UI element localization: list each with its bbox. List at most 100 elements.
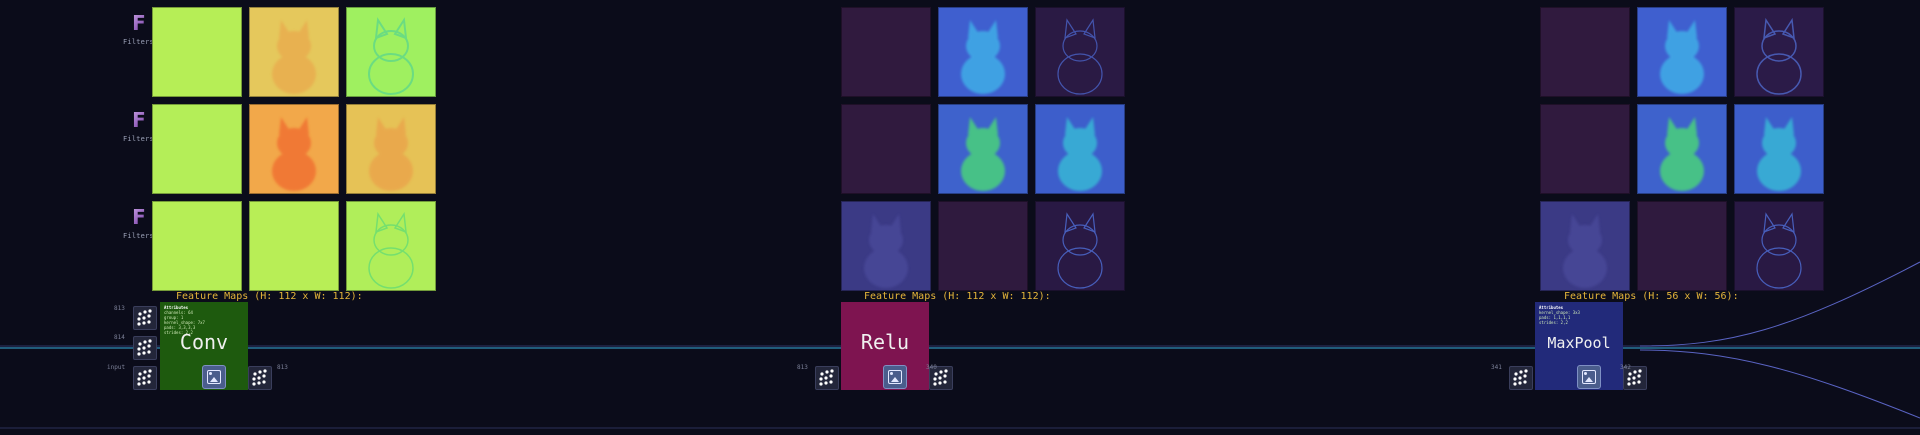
dot-grid-icon <box>1513 369 1528 386</box>
filters-label: Filters <box>123 38 154 46</box>
output-port[interactable] <box>248 366 272 390</box>
feature-map[interactable] <box>249 7 339 97</box>
attributes-box: Attributes channels: 64 group: 1 kernel_… <box>162 304 228 336</box>
dot-grid-icon <box>252 369 267 386</box>
input-port[interactable] <box>133 336 157 360</box>
cat-feature-icon <box>1756 213 1802 289</box>
feature-map[interactable] <box>346 7 436 97</box>
port-label: 341 <box>1491 364 1502 371</box>
port-label: 813 <box>797 364 808 371</box>
feature-map[interactable] <box>346 201 436 291</box>
feature-map[interactable] <box>249 104 339 194</box>
feature-map[interactable] <box>1540 201 1630 291</box>
feature-map[interactable] <box>152 7 242 97</box>
cat-feature-icon <box>368 19 414 95</box>
cat-feature-icon <box>368 213 414 289</box>
attribute-line: kernel_shape: 3x3 <box>1539 310 1580 315</box>
node-label: Relu <box>860 330 910 354</box>
relu-node[interactable]: Relu <box>841 302 929 390</box>
feature-map[interactable] <box>938 7 1028 97</box>
cat-feature-icon <box>1057 213 1103 289</box>
input-port[interactable] <box>133 306 157 330</box>
feature-map[interactable] <box>249 201 339 291</box>
cat-feature-icon <box>1660 20 1704 94</box>
feature-maps-title: Feature Maps (H: 112 x W: 112): <box>864 291 1051 302</box>
edge-curve <box>1639 261 1920 347</box>
node-label: MaxPool <box>1547 334 1611 352</box>
feature-map[interactable] <box>152 104 242 194</box>
feature-map[interactable] <box>841 104 931 194</box>
input-port[interactable] <box>1509 366 1533 390</box>
feature-map[interactable] <box>1540 104 1630 194</box>
attribute-line: channels: 64 <box>164 310 193 315</box>
feature-map[interactable] <box>1637 104 1727 194</box>
filter-f-icon[interactable]: F <box>127 107 151 133</box>
feature-map[interactable] <box>1035 104 1125 194</box>
feature-map[interactable] <box>1734 104 1824 194</box>
output-port[interactable] <box>929 366 953 390</box>
cat-feature-icon <box>1757 117 1801 191</box>
attribute-line: kernel_shape: 7x7 <box>164 320 205 325</box>
feature-map[interactable] <box>938 201 1028 291</box>
node-label: Conv <box>179 330 229 354</box>
feature-map[interactable] <box>346 104 436 194</box>
dot-grid-icon <box>137 339 152 356</box>
filter-f-icon[interactable]: F <box>127 10 151 36</box>
filter-f-icon[interactable]: F <box>127 204 151 230</box>
feature-map[interactable] <box>1035 201 1125 291</box>
cat-feature-icon <box>1058 117 1102 191</box>
dot-grid-icon <box>933 369 948 386</box>
feature-map[interactable] <box>1540 7 1630 97</box>
dot-grid-icon <box>137 309 152 326</box>
cat-feature-icon <box>961 117 1005 191</box>
maxpool-node[interactable]: Attributes kernel_shape: 3x3 pads: 1,1,1… <box>1535 302 1623 390</box>
image-icon[interactable] <box>1577 365 1601 389</box>
output-port[interactable] <box>1623 366 1647 390</box>
cat-feature-icon <box>369 117 413 191</box>
cat-feature-icon <box>272 20 316 94</box>
image-icon[interactable] <box>883 365 907 389</box>
dot-grid-icon <box>1627 369 1642 386</box>
cat-feature-icon <box>961 20 1005 94</box>
dot-grid-icon <box>137 369 152 386</box>
port-label: 814 <box>114 334 125 341</box>
edge-curve <box>1639 349 1920 419</box>
feature-map[interactable] <box>841 7 931 97</box>
filters-label: Filters <box>123 232 154 240</box>
attributes-box: Attributes kernel_shape: 3x3 pads: 1,1,1… <box>1537 304 1603 336</box>
cat-feature-icon <box>864 214 908 288</box>
feature-map[interactable] <box>841 201 931 291</box>
feature-maps-title: Feature Maps (H: 112 x W: 112): <box>176 291 363 302</box>
attribute-line: group: 1 <box>164 315 184 320</box>
feature-map[interactable] <box>1734 201 1824 291</box>
image-icon[interactable] <box>202 365 226 389</box>
attributes-title: Attributes <box>1539 305 1564 310</box>
attribute-line: strides: 2,2 <box>1539 320 1568 325</box>
filters-label: Filters <box>123 135 154 143</box>
cat-feature-icon <box>272 117 316 191</box>
input-port[interactable] <box>133 366 157 390</box>
input-port[interactable] <box>815 366 839 390</box>
feature-maps-title: Feature Maps (H: 56 x W: 56): <box>1564 291 1739 302</box>
cat-feature-icon <box>1057 19 1103 95</box>
port-label: 813 <box>277 364 288 371</box>
port-label: 340 <box>926 364 937 371</box>
attribute-line: pads: 3,3,3,3 <box>164 325 196 330</box>
cat-feature-icon <box>1756 19 1802 95</box>
feature-map[interactable] <box>1734 7 1824 97</box>
attribute-line: pads: 1,1,1,1 <box>1539 315 1571 320</box>
port-label: 813 <box>114 305 125 312</box>
feature-map[interactable] <box>938 104 1028 194</box>
dot-grid-icon <box>819 369 834 386</box>
cat-feature-icon <box>1563 214 1607 288</box>
feature-map[interactable] <box>1637 201 1727 291</box>
conv-node[interactable]: Attributes channels: 64 group: 1 kernel_… <box>160 302 248 390</box>
feature-map[interactable] <box>1637 7 1727 97</box>
port-label: input <box>107 364 126 371</box>
attribute-line: strides: 2,2 <box>164 330 193 335</box>
port-label: 342 <box>1620 364 1631 371</box>
feature-map[interactable] <box>1035 7 1125 97</box>
feature-map[interactable] <box>152 201 242 291</box>
attributes-title: Attributes <box>164 305 189 310</box>
